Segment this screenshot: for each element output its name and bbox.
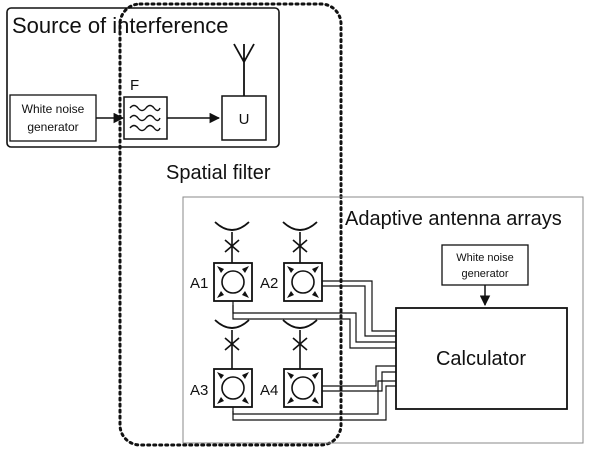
source-of-interference-box xyxy=(6,7,280,148)
adaptive-antenna-arrays-title: Adaptive antenna arrays xyxy=(345,208,562,230)
filter-label: F xyxy=(130,77,139,94)
adaptive-antenna-arrays-group: Adaptive antenna arrays xyxy=(182,196,584,444)
calc-noise-generator-line2: generator xyxy=(461,268,508,280)
adaptive-antenna-arrays-box xyxy=(182,196,584,444)
antenna-element-a4 xyxy=(282,319,323,408)
source-noise-generator-line1: White noise xyxy=(22,102,85,116)
source-of-interference-group: Source of interference White noise gener… xyxy=(6,7,280,148)
antenna-element-a2 xyxy=(282,221,323,302)
unit-label: U xyxy=(239,111,250,128)
calculator-label: Calculator xyxy=(436,348,526,370)
element-label-a2: A2 xyxy=(260,275,278,292)
element-label-a4: A4 xyxy=(260,382,278,399)
receiver-module-icon xyxy=(283,368,323,408)
dish-icon xyxy=(282,319,318,329)
element-label-a3: A3 xyxy=(190,382,208,399)
dish-icon xyxy=(282,221,318,231)
antenna-element-a3 xyxy=(213,319,253,408)
calculator-box xyxy=(395,307,568,410)
dish-icon xyxy=(214,221,250,231)
antenna-element-a1 xyxy=(213,221,253,302)
signal-wires xyxy=(232,280,396,421)
spatial-filter-boundary xyxy=(118,2,343,447)
transmit-antenna-icon xyxy=(233,43,255,96)
spatial-filter-label: Spatial filter xyxy=(166,162,271,184)
receiver-module-icon xyxy=(213,368,253,408)
element-label-a1: A1 xyxy=(190,275,208,292)
receiver-module-icon xyxy=(283,262,323,302)
receiver-module-icon xyxy=(213,262,253,302)
bandpass-filter-icon xyxy=(123,96,168,140)
calc-noise-generator-line1: White noise xyxy=(456,252,513,264)
source-noise-generator-line2: generator xyxy=(27,120,78,134)
dish-icon xyxy=(214,319,250,329)
